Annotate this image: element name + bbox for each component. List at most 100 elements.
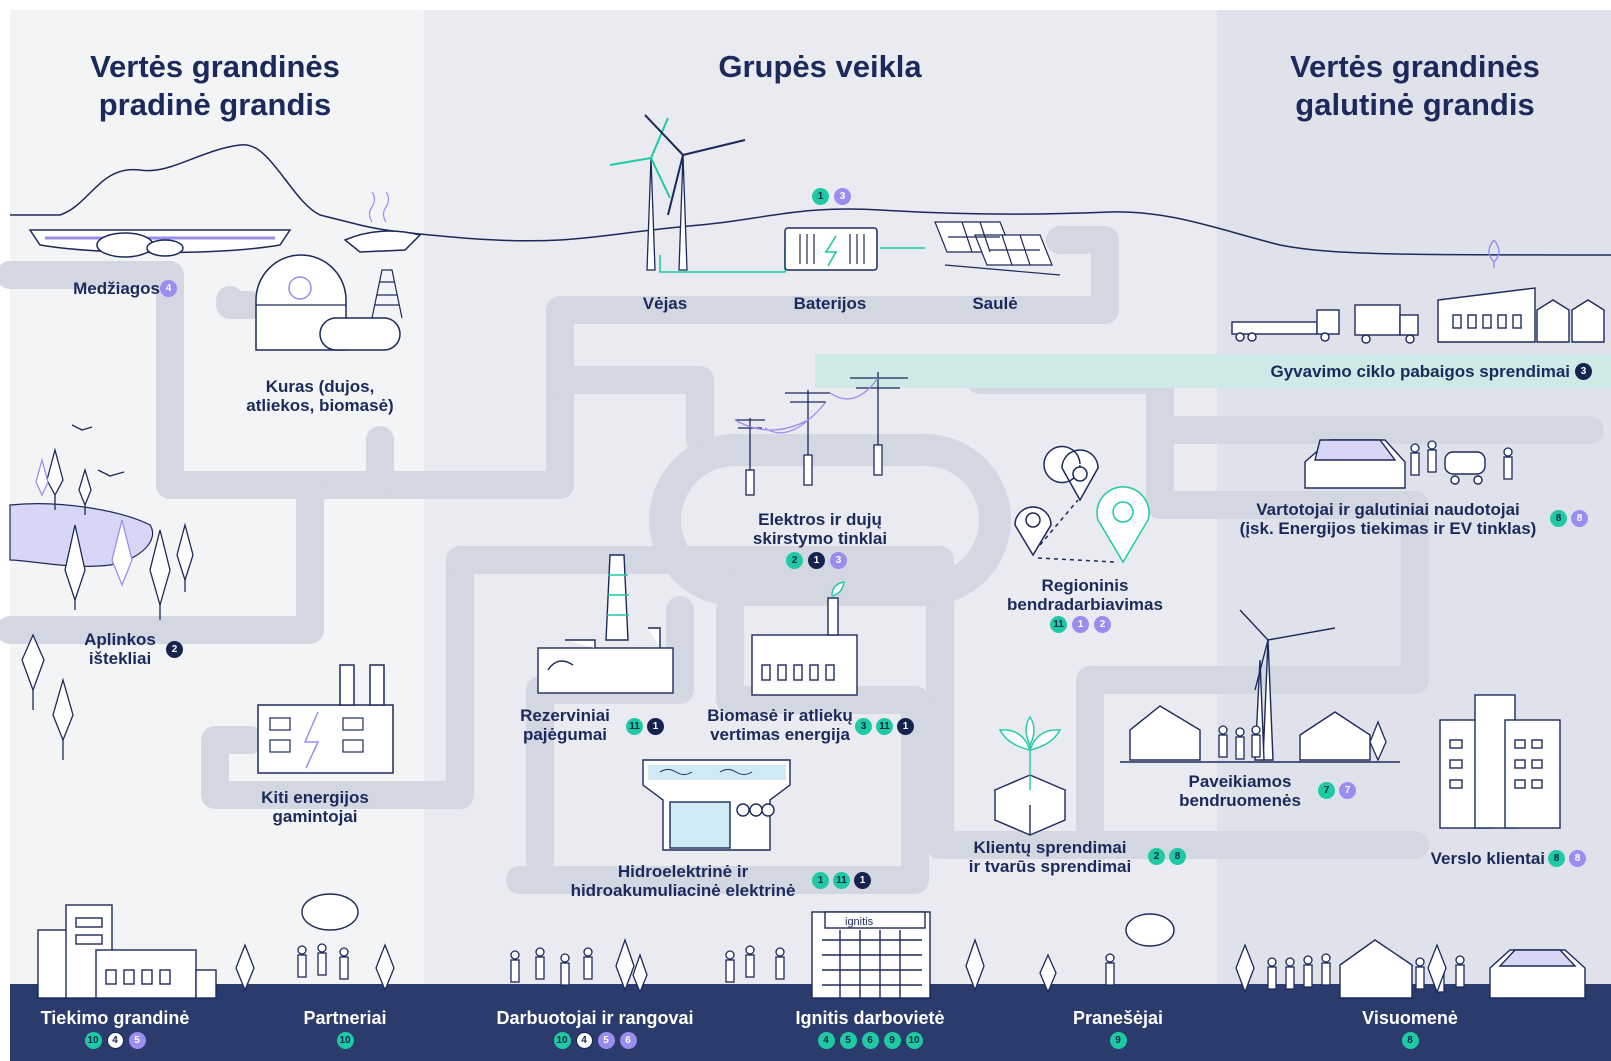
badge-5: 5 <box>128 1032 146 1049</box>
stakeholder-label: Pranešėjai <box>1072 1008 1164 1028</box>
badge-4: 4 <box>817 1032 835 1049</box>
stakeholder-label: Darbuotojai ir rangovai <box>496 1008 694 1028</box>
badge-1: 1 <box>1072 616 1089 633</box>
badge-5: 5 <box>597 1032 615 1049</box>
stakeholder-label: Partneriai <box>303 1008 387 1028</box>
hydro-plant-illustration <box>642 759 791 851</box>
power-lines-illustration <box>734 372 908 496</box>
label-end-of-life: Gyvavimo ciklo pabaigos sprendimai <box>1270 362 1571 381</box>
other-producers-illustration <box>257 664 394 774</box>
label-fuel: Kuras (dujos, atliekos, biomasė) <box>246 377 394 415</box>
bottom-trees <box>235 720 1447 994</box>
label-consumers: Vartotojai ir galutiniai naudotojai (įsk… <box>1239 500 1537 538</box>
biomass-plant-illustration <box>751 581 858 696</box>
badge-8: 8 <box>1548 850 1565 867</box>
building-sign: ignitis <box>845 916 874 928</box>
badge-3: 3 <box>834 188 851 205</box>
badge-8: 8 <box>1169 848 1186 865</box>
end-of-life-band <box>815 354 1611 388</box>
badge-11: 11 <box>1050 616 1067 633</box>
label-hydro: Hidroelektrinė ir hidroakumuliacinė elek… <box>570 862 796 900</box>
badge-7: 7 <box>1339 782 1356 799</box>
label-regional-cooperation: Regioninis bendradarbiavimas <box>1007 576 1163 614</box>
badge-4: 4 <box>160 280 177 297</box>
stakeholder-badges: 9 <box>1109 1032 1127 1049</box>
badge-10: 10 <box>905 1032 923 1049</box>
header-downstream: Vertės grandinės galutinė grandis <box>1290 49 1540 122</box>
badge-10: 10 <box>84 1032 102 1049</box>
fuel-illustration <box>255 254 403 351</box>
badges-environment: 2 <box>166 641 183 658</box>
consumers-illustration <box>1304 439 1486 489</box>
environment-illustration <box>9 424 194 760</box>
badge-3: 3 <box>855 718 872 735</box>
label-distribution-networks: Elektros ir dujų skirstymo tinklai <box>752 510 888 548</box>
distribution-ring <box>649 434 1011 606</box>
badge-1: 1 <box>808 552 825 569</box>
badge-3: 3 <box>830 552 847 569</box>
communities-illustration <box>1120 609 1400 763</box>
badge-2: 2 <box>1094 616 1111 633</box>
badge-2: 2 <box>1148 848 1165 865</box>
badge-10: 10 <box>553 1032 571 1049</box>
badge-2: 2 <box>166 641 183 658</box>
stakeholder-badges: 8 <box>1401 1032 1419 1049</box>
solar-panels-illustration <box>934 221 1061 276</box>
reserve-plant-illustration <box>537 554 674 694</box>
badge-1: 1 <box>812 188 829 205</box>
label-batteries: Baterijos <box>793 294 867 313</box>
flow-paths <box>0 226 1604 894</box>
badge-2: 2 <box>786 552 803 569</box>
horizon-line <box>10 144 1611 256</box>
map-pins-illustration <box>1014 445 1150 564</box>
label-reserve-capacity: Rezerviniai pajėgumai <box>520 706 610 744</box>
badge-10: 10 <box>336 1032 354 1049</box>
wind-turbines-illustration <box>609 114 746 271</box>
stakeholder-label: Visuomenė <box>1362 1008 1458 1028</box>
label-materials: Medžiagos <box>73 279 160 298</box>
pit-illustration <box>343 191 422 253</box>
badge-5: 5 <box>839 1032 857 1049</box>
badge-11: 11 <box>833 872 850 889</box>
badge-7: 7 <box>1318 782 1335 799</box>
badge-3: 3 <box>1575 363 1592 380</box>
badges-materials: 4 <box>160 280 177 297</box>
materials-illustration <box>28 229 292 258</box>
badge-8: 8 <box>1569 850 1586 867</box>
badge-6: 6 <box>861 1032 879 1049</box>
label-affected-communities: Paveikiamos bendruomenės <box>1179 772 1301 810</box>
battery-illustration <box>659 227 925 273</box>
badge-1: 1 <box>647 718 664 735</box>
stakeholder-badges: 10 <box>336 1032 354 1049</box>
stakeholder-illustrations <box>37 893 1586 999</box>
badge-4: 4 <box>575 1032 593 1049</box>
label-biomass-waste: Biomasė ir atliekų vertimas energija <box>707 706 853 744</box>
label-environment: Aplinkos ištekliai <box>84 630 156 668</box>
badge-9: 9 <box>883 1032 901 1049</box>
badge-8: 8 <box>1571 510 1588 527</box>
header-group-operations: Grupės veikla <box>718 49 922 84</box>
label-wind: Vėjas <box>642 294 688 313</box>
header-upstream: Vertės grandinės pradinė grandis <box>90 49 340 122</box>
badge-6: 6 <box>619 1032 637 1049</box>
label-business-clients: Verslo klientai <box>1430 849 1545 868</box>
badge-1: 1 <box>812 872 829 889</box>
badge-8: 8 <box>1401 1032 1419 1049</box>
label-other-producers: Kiti energijos gamintojai <box>261 788 369 826</box>
stakeholder-label: Ignitis darbovietė <box>795 1008 945 1028</box>
